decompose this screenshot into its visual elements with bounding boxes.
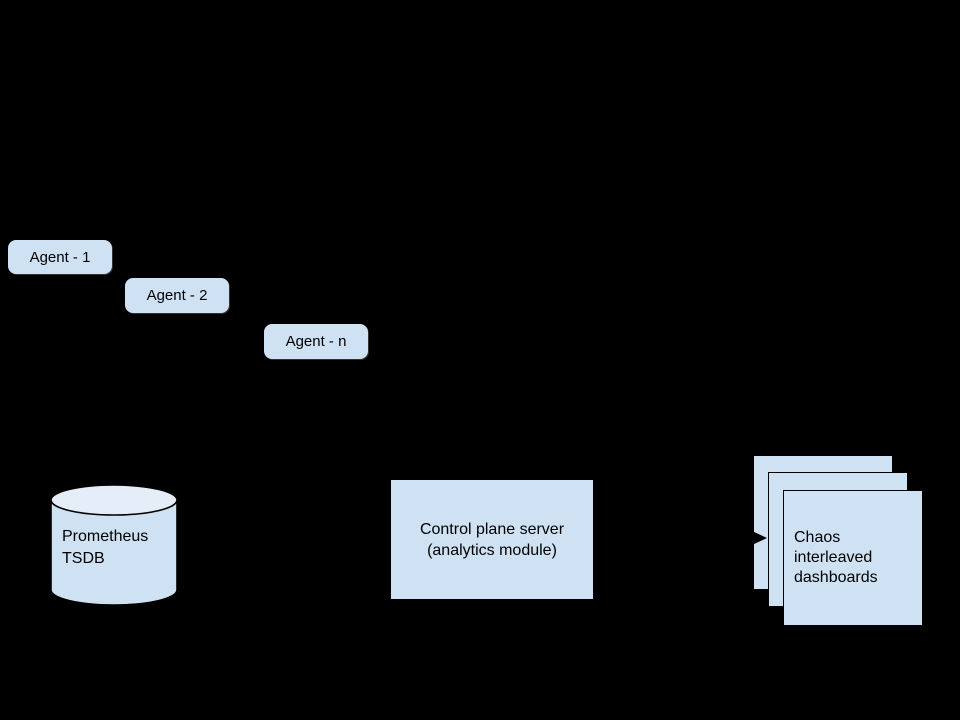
prometheus-tsdb-label: Prometheus TSDB [62, 528, 149, 567]
control-plane-label: Control plane server (analytics module) [419, 520, 565, 559]
dashboards-node: Chaos interleaved dashboards [783, 490, 923, 626]
prometheus-tsdb-node: Prometheus TSDB [49, 482, 179, 608]
agent-2-node: Agent - 2 [125, 278, 229, 313]
agent-2-label: Agent - 2 [146, 287, 208, 304]
control-plane-node: Control plane server (analytics module) [391, 480, 593, 599]
agent-n-node: Agent - n [264, 324, 368, 359]
agent-n-label: Agent - n [285, 333, 347, 350]
flow-arrow-icon [593, 531, 767, 545]
dashboards-label: Chaos interleaved dashboards [794, 529, 878, 586]
agent-1-label: Agent - 1 [29, 248, 91, 266]
database-cylinder-icon [50, 484, 178, 606]
agent-1-node: Agent - 1 [8, 240, 112, 274]
